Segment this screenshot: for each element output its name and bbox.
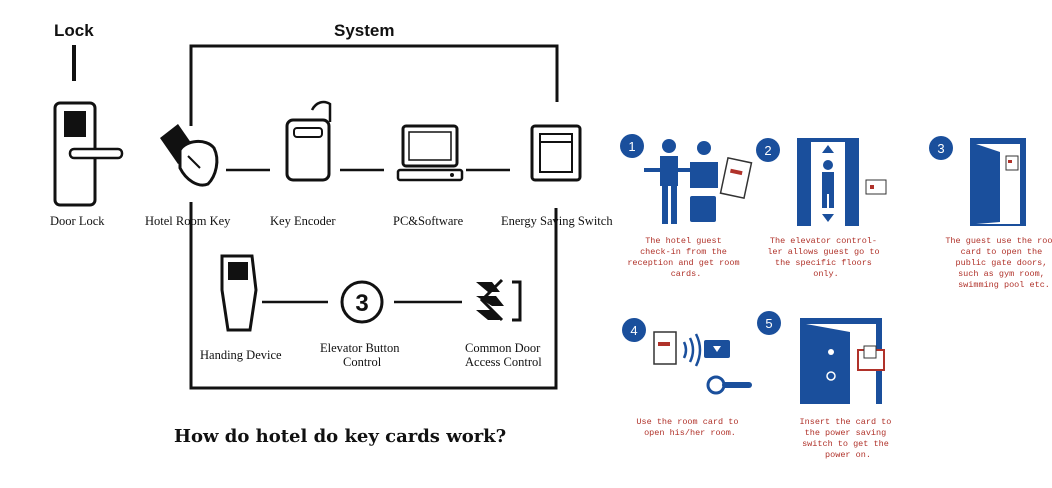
system-frame-top — [189, 44, 559, 126]
step-5-number: 5 — [765, 316, 772, 331]
step-4-number: 4 — [630, 323, 637, 338]
step-1-caption: The hotel guest check-in from the recept… — [627, 236, 744, 279]
step-4-caption: Use the room card to open his/her room. — [636, 417, 743, 438]
check-in-icon — [644, 139, 753, 224]
step-2-badge — [756, 138, 780, 162]
common-door-label-line2: Access Control — [465, 355, 542, 369]
step-1-number: 1 — [628, 139, 635, 154]
energy-saving-switch-label: Energy Saving Switch — [501, 214, 613, 228]
elevator-button-label-line2: Control — [343, 355, 382, 369]
lock-header: Lock — [54, 21, 94, 40]
step-2-caption: The elevator control- ler allows guest g… — [767, 236, 884, 279]
common-door-label-line1: Common Door — [465, 341, 541, 355]
common-door-access-icon — [476, 278, 522, 322]
system-frame-bottom — [189, 202, 558, 390]
step-3-caption: The guest use the room card to open the … — [945, 236, 1052, 290]
pc-software-label: PC&Software — [393, 214, 464, 228]
elevator-icon — [797, 138, 887, 226]
door-lock-label: Door Lock — [50, 214, 105, 228]
room-door-unlock-icon — [653, 331, 752, 395]
step-2-number: 2 — [764, 143, 771, 158]
hotel-room-key-icon — [160, 124, 219, 187]
elevator-button-label-line1: Elevator Button — [320, 341, 400, 355]
step-1-badge — [620, 134, 644, 158]
key-encoder-icon — [285, 100, 332, 182]
system-header: System — [334, 21, 394, 40]
step-3-number: 3 — [937, 141, 944, 156]
energy-saving-switch-icon — [530, 124, 582, 182]
step-5-caption: Insert the card to the power saving swit… — [800, 417, 897, 460]
step-4-badge — [622, 318, 646, 342]
lock-connector — [72, 45, 76, 81]
step-5-badge — [757, 311, 781, 335]
pc-software-icon — [396, 124, 464, 182]
step-3-badge — [929, 136, 953, 160]
door-lock-icon — [53, 101, 124, 207]
public-door-icon — [970, 138, 1026, 226]
elevator-button-icon: 3 — [340, 280, 384, 324]
handing-device-icon — [220, 254, 258, 332]
hotel-room-key-label: Hotel Room Key — [145, 214, 231, 228]
power-switch-room-icon — [800, 318, 885, 404]
handing-device-label: Handing Device — [200, 348, 282, 362]
page-title: How do hotel do key cards work? — [174, 426, 506, 447]
key-encoder-label: Key Encoder — [270, 214, 336, 228]
elevator-button-symbol: 3 — [355, 290, 368, 317]
